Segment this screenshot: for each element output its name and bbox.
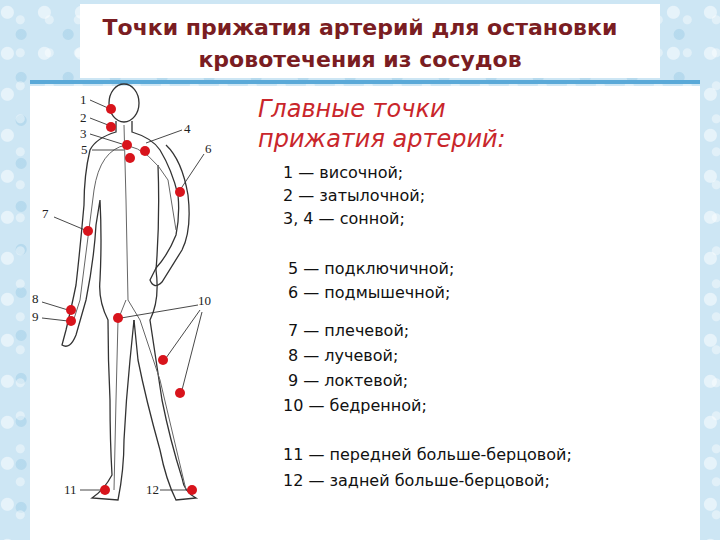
list-item: 11 — передней больше-берцовой;	[283, 445, 572, 465]
callout-number: 2	[80, 111, 87, 125]
list-item: 8 — лучевой;	[288, 346, 398, 366]
callout-number: 7	[42, 207, 49, 221]
callout-number: 12	[146, 483, 159, 497]
rule-line	[30, 80, 700, 84]
leader-line	[42, 100, 204, 490]
list-heading: Главные точки прижатия артерий:	[258, 94, 518, 154]
artery-lines	[72, 125, 186, 490]
callout-number: 3	[80, 127, 87, 141]
body-outline	[62, 84, 196, 500]
list-item: 3, 4 — сонной;	[283, 209, 405, 229]
list-item: 12 — задней больше-берцовой;	[283, 471, 550, 491]
callout-number: 5	[81, 143, 88, 157]
list-item: 7 — плечевой;	[288, 321, 409, 341]
list-item: 2 — затылочной;	[283, 186, 425, 206]
slide-title: Точки прижатия артерий для остановки кро…	[90, 12, 630, 76]
callout-number: 11	[64, 483, 77, 497]
list-item: 1 — височной;	[283, 163, 403, 183]
title-panel	[80, 4, 660, 78]
callout-number: 8	[32, 292, 39, 306]
callout-number: 9	[32, 310, 39, 324]
list-item: 6 — подмышечной;	[288, 283, 450, 303]
pressure-point	[66, 104, 197, 495]
list-item: 5 — подключичной;	[288, 259, 454, 279]
callout-number: 1	[80, 93, 87, 107]
list-item: 9 — локтевой;	[288, 371, 408, 391]
callout-number: 10	[198, 294, 211, 308]
callout-number: 6	[205, 142, 212, 156]
content-panel	[30, 86, 700, 540]
callout-number: 4	[184, 122, 191, 136]
list-item: 10 — бедренной;	[283, 396, 427, 416]
